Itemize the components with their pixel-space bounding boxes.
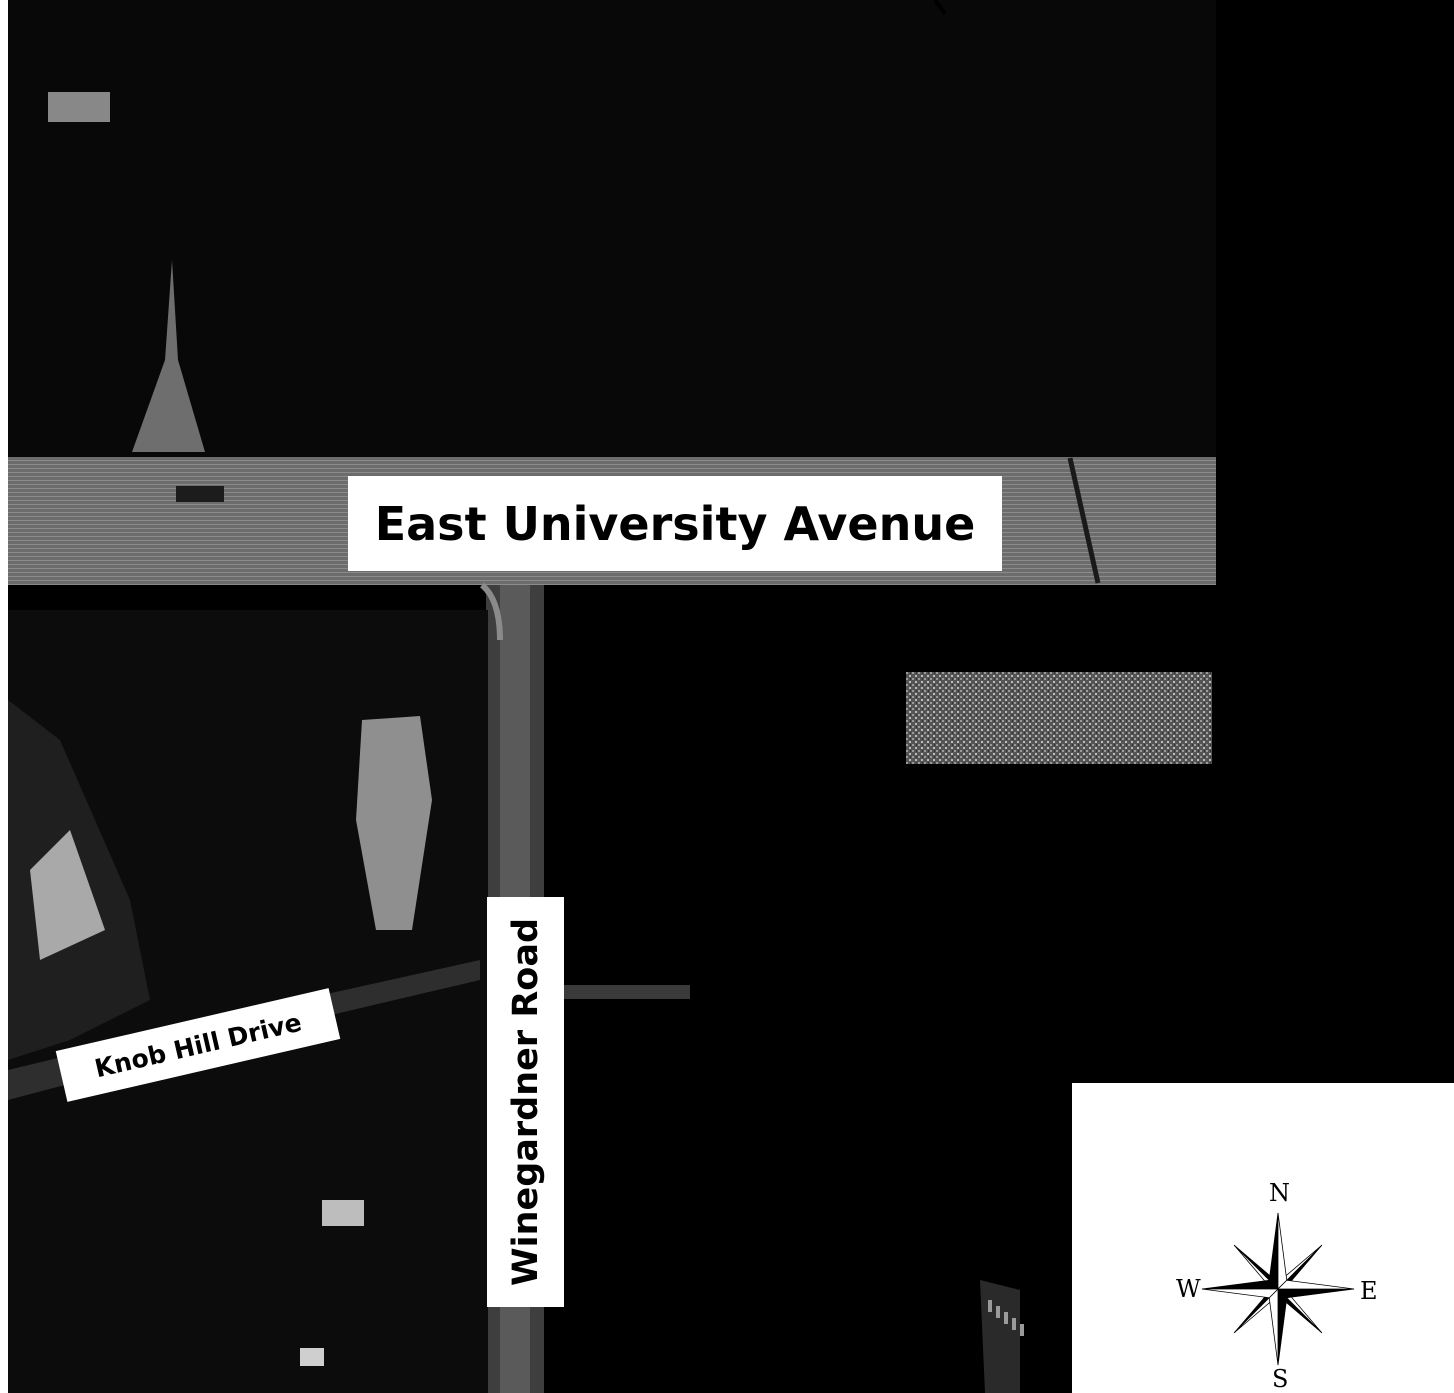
compass-east-label: E	[1360, 1277, 1378, 1305]
compass-south-label: S	[1272, 1365, 1289, 1393]
compass-north-label: N	[1269, 1179, 1290, 1207]
compass-rose-panel: N S W E	[1072, 1083, 1454, 1393]
road-label-winegardner-road: Winegardner Road	[487, 897, 564, 1307]
road-label-east-university-avenue: East University Avenue	[348, 476, 1002, 571]
road-label-winegardner-text: Winegardner Road	[505, 917, 546, 1287]
compass-west-label: W	[1176, 1275, 1201, 1303]
compass-rose-icon	[1201, 1212, 1355, 1366]
